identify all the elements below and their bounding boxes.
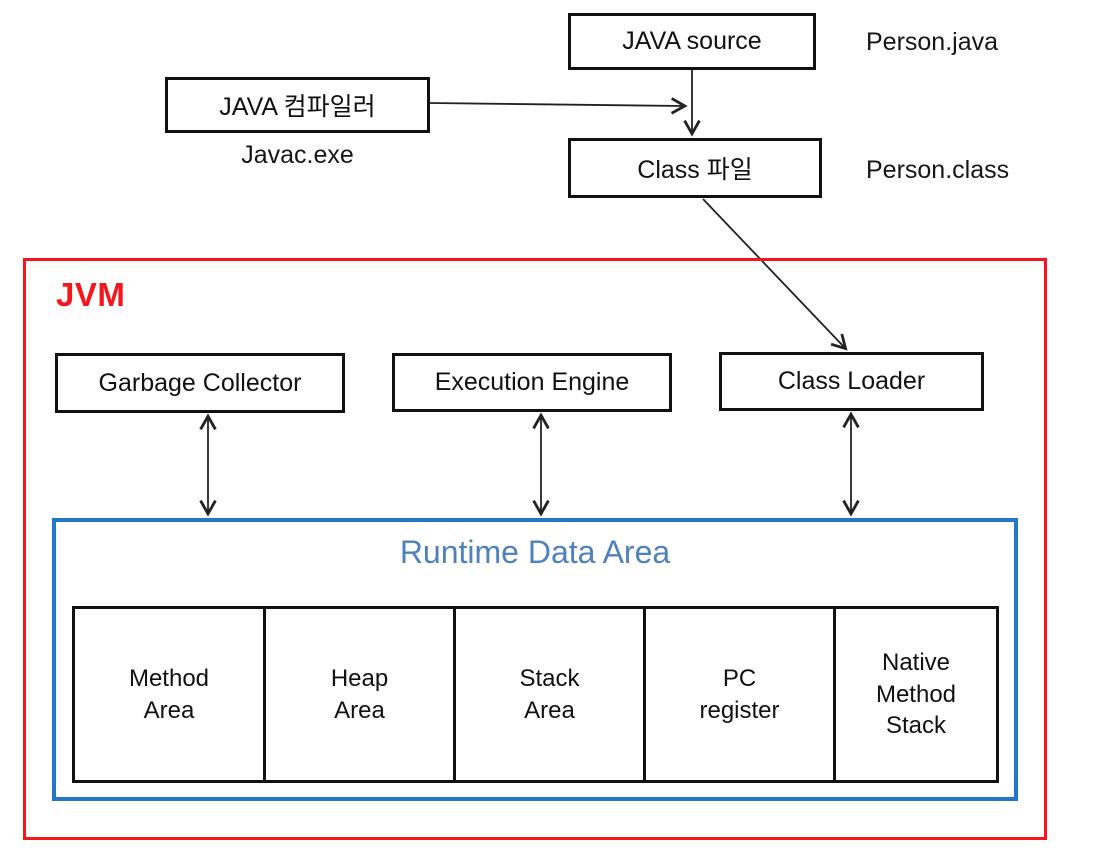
javac-exe-label: Javac.exe (241, 141, 354, 169)
java-compiler-label: JAVA 컴파일러 (219, 93, 376, 121)
class-file-box: Class 파일 (568, 138, 822, 198)
person-java-label: Person.java (866, 28, 999, 56)
execution-engine-label: Execution Engine (434, 368, 630, 396)
runtime-data-area-table: Method Area Heap Area Stack Area PC regi… (72, 606, 999, 783)
pc-register-cell: PC register (646, 609, 836, 780)
jvm-boundary-box (23, 258, 1047, 840)
native-method-stack-cell: Native Method Stack (875, 648, 957, 740)
execution-engine-box: Execution Engine (392, 353, 672, 412)
stack-area-cell: Stack Area (456, 609, 646, 780)
java-source-label: JAVA source (622, 27, 762, 55)
heap-area-cell: Heap Area (266, 609, 456, 780)
garbage-collector-label: Garbage Collector (98, 368, 302, 397)
runtime-data-area-title: Runtime Data Area (399, 534, 671, 570)
java-source-box: JAVA source (568, 13, 816, 70)
java-compiler-box: JAVA 컴파일러 (165, 77, 430, 133)
class-loader-label: Class Loader (777, 367, 926, 395)
jvm-title: JVM (56, 276, 126, 313)
person-class-label: Person.class (866, 156, 1010, 184)
arrow-compiler-to-flow (429, 97, 688, 115)
method-area-cell: Method Area (75, 609, 266, 780)
garbage-collector-box: Garbage Collector (55, 353, 345, 413)
class-file-label: Class 파일 (637, 156, 753, 184)
class-loader-box: Class Loader (719, 352, 984, 411)
